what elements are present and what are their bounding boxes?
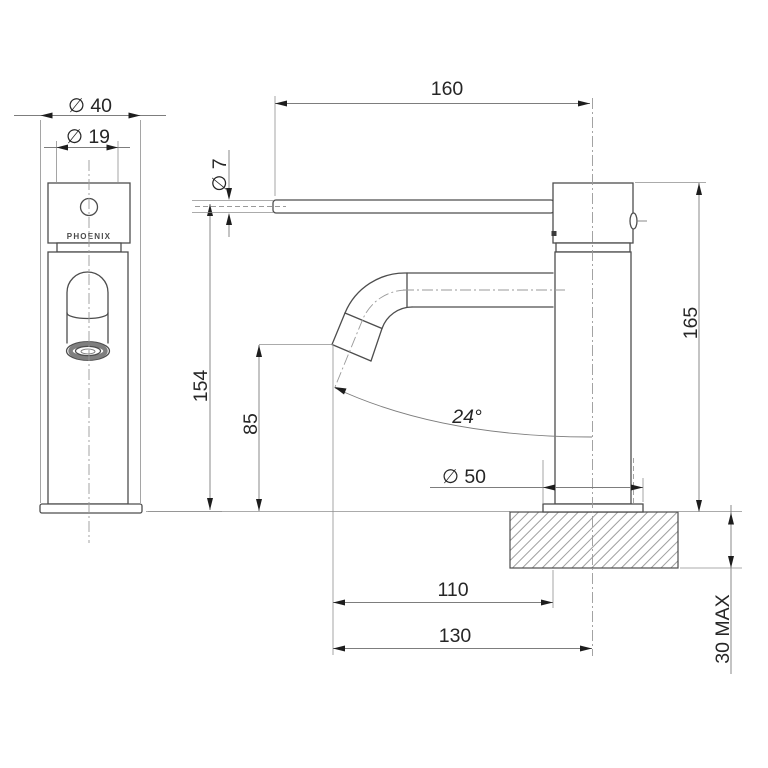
spout-outlet-face [331, 343, 372, 362]
front-base-plate [39, 503, 143, 514]
dim-base-plate-diameter: ∅ 50 [430, 458, 644, 503]
dim-spout-outlet-height-label: 85 [240, 413, 262, 435]
dim-overall-body-height: 165 [635, 182, 706, 512]
brand-label: PHOENIX [67, 232, 111, 241]
dim-spout-reach-to-centre-label: 130 [439, 625, 472, 647]
bench-section [146, 511, 679, 569]
dim-spout-outlet-angle: 24° [334, 387, 593, 438]
side-handle-housing [552, 182, 634, 244]
dim-front-spout-tip-diameter-label: ∅ 19 [66, 126, 110, 148]
dim-max-mounting-thickness-label: 30 MAX [712, 594, 734, 663]
side-base-plate [542, 503, 644, 513]
aerator-outer-ring [65, 341, 111, 361]
dim-lever-reach-label: 160 [431, 78, 464, 100]
dim-lever-reach: 160 [274, 78, 590, 196]
side-lever-rod [272, 199, 555, 214]
front-body-cylinder [47, 251, 129, 505]
side-view: 160 ∅ 7 165 85 [192, 78, 742, 674]
dim-spout-reach-to-centre: 130 [333, 625, 592, 652]
dim-spout-reach-to-body: 110 [332, 345, 554, 655]
bench-hatched-cross-section [509, 511, 679, 569]
dim-front-spout-tip-diameter: ∅ 19 [44, 126, 130, 182]
spout-axis-extension [334, 319, 364, 388]
dim-front-flange-diameter: ∅ 40 [14, 95, 166, 503]
aerator-inner-ring [74, 345, 102, 357]
side-neck-ring [555, 242, 631, 253]
dim-max-mounting-thickness: 30 MAX [645, 505, 742, 674]
aerator-outlet [80, 348, 96, 355]
side-spout [331, 272, 565, 388]
dim-lever-rod-diameter: ∅ 7 [209, 150, 232, 237]
dim-spout-outlet-height: 85 [240, 344, 333, 511]
dim-spout-reach-to-body-label: 110 [437, 579, 468, 601]
body-detail-mark [551, 231, 557, 236]
dim-lever-rod-diameter-label: ∅ 7 [209, 158, 231, 191]
front-view: PHOENIX ∅ 40 [14, 95, 222, 543]
dim-overall-body-height-label: 165 [680, 307, 702, 340]
dim-front-flange-diameter-label: ∅ 40 [68, 95, 112, 117]
dim-height-to-lever-centre-label: 154 [190, 370, 212, 403]
front-spout [65, 271, 111, 361]
dim-height-to-lever-centre: 154 [148, 204, 222, 512]
lever-pivot-screw [629, 212, 638, 230]
dim-base-plate-diameter-label: ∅ 50 [442, 466, 486, 488]
aerator-knurled-ring [68, 341, 108, 361]
side-body-cylinder [554, 251, 632, 505]
dim-spout-outlet-angle-label: 24° [451, 406, 482, 428]
